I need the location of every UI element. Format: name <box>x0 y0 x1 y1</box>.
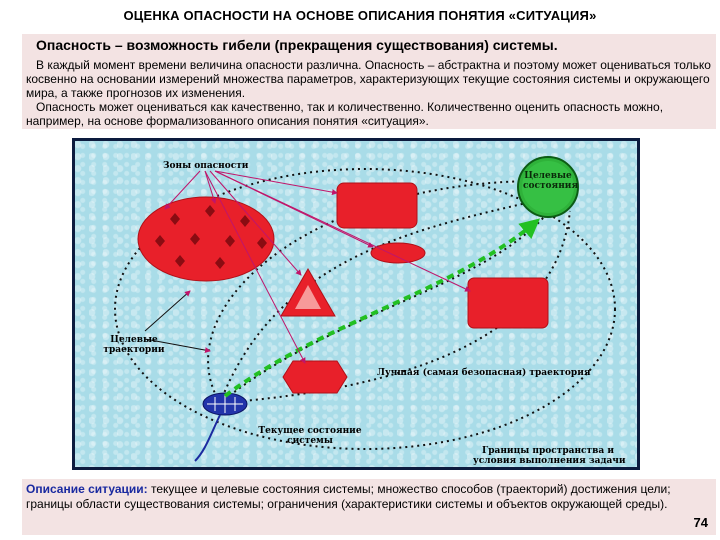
label-current-state-line2: системы <box>255 436 365 446</box>
danger-zone-hexagon <box>283 361 347 393</box>
label-boundaries-line2: условия выполнения задачи <box>473 456 623 466</box>
page-number: 74 <box>694 515 708 530</box>
label-current-state-line1: Текущее состояние <box>255 426 365 436</box>
label-target-trajectories-line2: траектории <box>99 345 169 355</box>
label-target-trajectories-line1: Целевые <box>99 335 169 345</box>
label-target-states-line2: состояния <box>523 181 573 191</box>
definition-heading: Опасность – возможность гибели (прекраще… <box>36 37 558 53</box>
label-target-trajectories: Целевые траектории <box>99 335 169 355</box>
situation-description: Описание ситуации: текущее и целевые сос… <box>26 482 676 512</box>
label-best-trajectory: Лучшая (самая безопасная) траектория <box>377 368 591 378</box>
definition-paragraph-2: Опасность может оцениваться как качестве… <box>26 100 716 128</box>
situation-diagram: Зоны опасности Целевые состояния Целевые… <box>72 138 640 470</box>
label-danger-zones: Зоны опасности <box>163 161 248 171</box>
definition-text: В каждый момент времени величина опаснос… <box>26 58 716 128</box>
label-target-states: Целевые состояния <box>523 171 573 191</box>
danger-zone-rect-right <box>468 278 548 328</box>
trajectory-arrow-1 <box>145 291 190 331</box>
slide-title: ОЦЕНКА ОПАСНОСТИ НА ОСНОВЕ ОПИСАНИЯ ПОНЯ… <box>0 8 720 23</box>
current-state-tail <box>195 415 220 461</box>
danger-zone-rect-top <box>337 183 417 228</box>
situation-label: Описание ситуации: <box>26 482 148 496</box>
label-boundaries-line1: Границы пространства и <box>473 446 623 456</box>
danger-zone-small-ellipse <box>371 243 425 263</box>
zone-arrow-3 <box>215 171 337 193</box>
label-current-state: Текущее состояние системы <box>255 426 365 446</box>
label-boundaries: Границы пространства и условия выполнени… <box>473 446 623 466</box>
label-target-states-line1: Целевые <box>523 171 573 181</box>
definition-paragraph-1: В каждый момент времени величина опаснос… <box>26 58 716 100</box>
